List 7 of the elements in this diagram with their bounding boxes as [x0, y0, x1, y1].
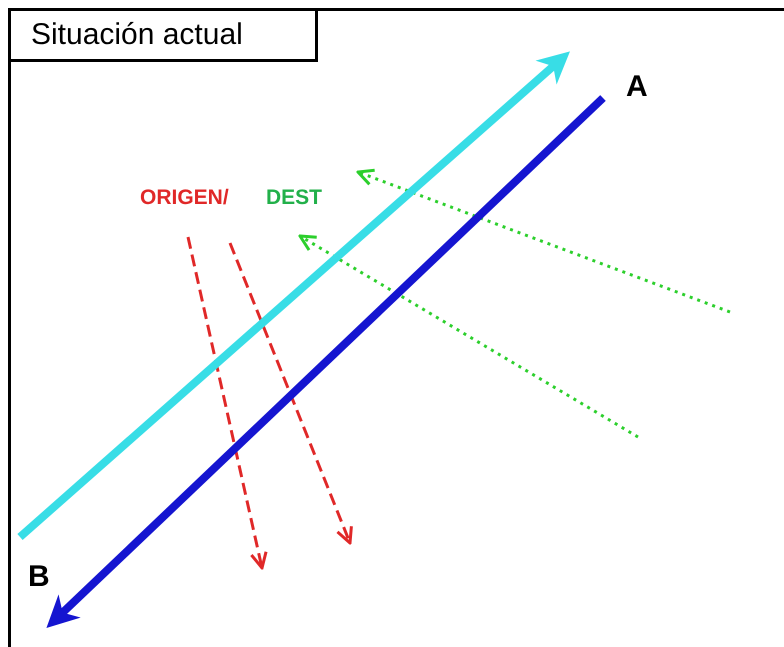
- point-label: B: [28, 560, 50, 594]
- flow-label: ORIGEN/: [140, 186, 229, 210]
- point-label: A: [626, 70, 648, 104]
- title: Situación actual: [8, 8, 318, 62]
- arrow: [17, 51, 570, 540]
- arrow: [46, 95, 606, 628]
- flow-label: DEST: [266, 186, 322, 210]
